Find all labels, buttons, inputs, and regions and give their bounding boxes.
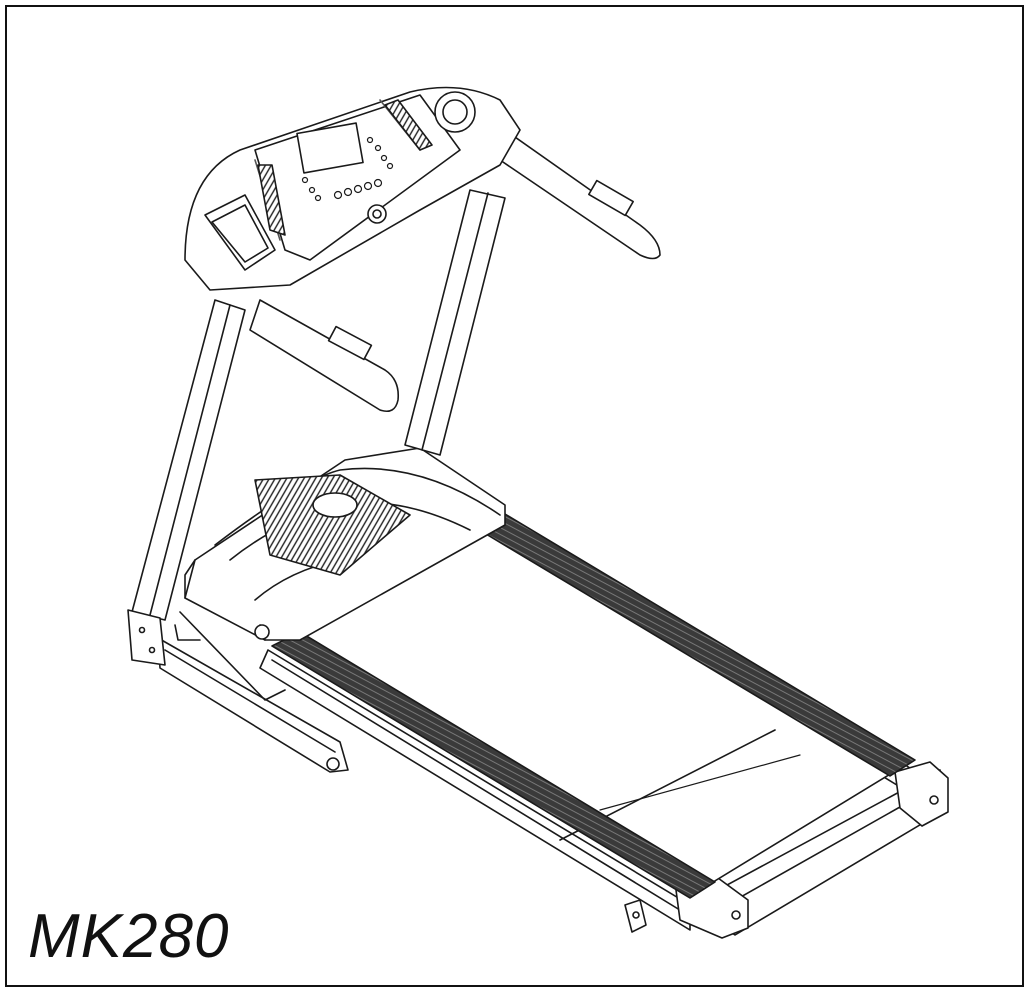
motor-hood <box>184 447 506 641</box>
handlebars <box>249 129 661 413</box>
uprights <box>127 189 506 666</box>
model-label: MK280 <box>28 902 230 971</box>
console <box>184 86 521 291</box>
